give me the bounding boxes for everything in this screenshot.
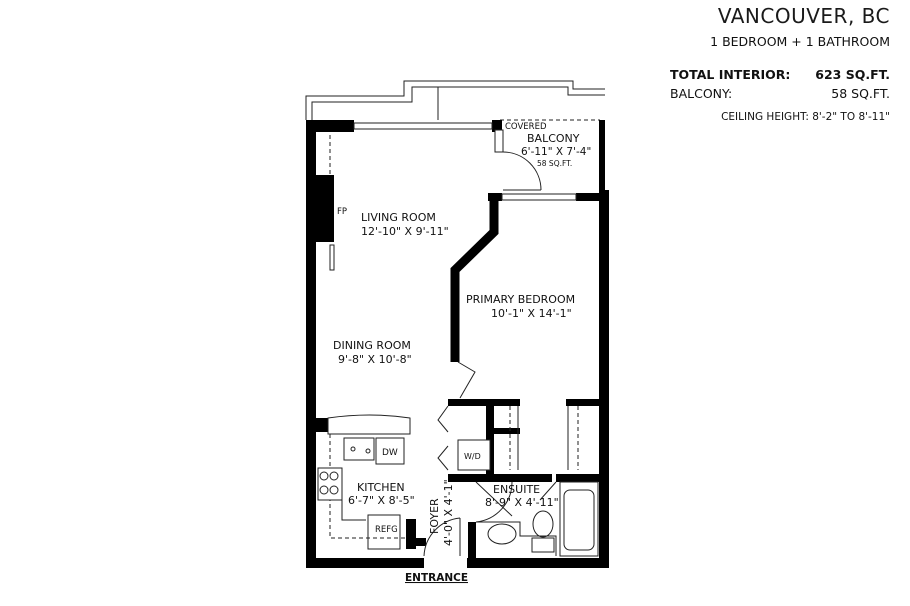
living-room-name: LIVING ROOM bbox=[361, 211, 436, 224]
living-room-dims: 12'-10" X 9'-11" bbox=[361, 225, 449, 238]
dining-room-dims: 9'-8" X 10'-8" bbox=[338, 353, 412, 366]
balcony-door-swing bbox=[502, 151, 542, 191]
closet-walls bbox=[448, 399, 606, 568]
covered-note: COVERED bbox=[505, 122, 547, 132]
bedroom-wall bbox=[450, 201, 499, 362]
kitchen-name: KITCHEN bbox=[357, 481, 405, 494]
balcony-label: BALCONY: bbox=[670, 86, 733, 101]
balcony-railing bbox=[305, 80, 605, 120]
balcony-name: BALCONY bbox=[527, 132, 580, 145]
bedroom-name: PRIMARY BEDROOM bbox=[466, 293, 575, 306]
balcony-dims: 6'-11" X 7'-4" bbox=[521, 146, 591, 158]
kitchen-counters bbox=[317, 414, 412, 550]
stove-icon bbox=[319, 471, 339, 495]
dining-room-name: DINING ROOM bbox=[333, 339, 411, 352]
bedroom-door bbox=[457, 361, 476, 399]
refrigerator-label: REFG bbox=[375, 525, 398, 535]
ceiling-height: CEILING HEIGHT: 8'-2" TO 8'-11" bbox=[721, 111, 890, 123]
washer-dryer-label: W/D bbox=[464, 452, 481, 461]
foyer-dims: 4'-0" X 4'-1" bbox=[442, 479, 455, 546]
exterior-walls bbox=[306, 120, 609, 568]
washer-dryer bbox=[457, 439, 491, 471]
kitchen-dims: 6'-7" X 8'-5" bbox=[348, 494, 415, 507]
city-title: VANCOUVER, BC bbox=[717, 4, 890, 28]
ensuite-name: ENSUITE bbox=[493, 483, 540, 496]
sink-icon bbox=[350, 446, 356, 452]
entrance-door-swing bbox=[423, 517, 461, 557]
balcony-area: 58 SQ.FT. bbox=[537, 159, 572, 168]
dishwasher-label: DW bbox=[382, 448, 398, 458]
bedroom-dims: 10'-1" X 14'-1" bbox=[491, 307, 572, 320]
fireplace-label: FP bbox=[337, 207, 347, 217]
foyer-name: FOYER bbox=[428, 498, 441, 534]
total-interior-label: TOTAL INTERIOR: bbox=[670, 67, 791, 82]
unit-type: 1 BEDROOM + 1 BATHROOM bbox=[710, 34, 890, 49]
windows bbox=[329, 122, 577, 271]
balcony-value: 58 SQ.FT. bbox=[831, 86, 890, 101]
ensuite-dims: 8'-9" X 4'-11" bbox=[485, 496, 559, 509]
ensuite-fixtures bbox=[476, 481, 599, 557]
total-interior-value: 623 SQ.FT. bbox=[815, 67, 890, 82]
entrance-label: ENTRANCE bbox=[405, 572, 468, 584]
